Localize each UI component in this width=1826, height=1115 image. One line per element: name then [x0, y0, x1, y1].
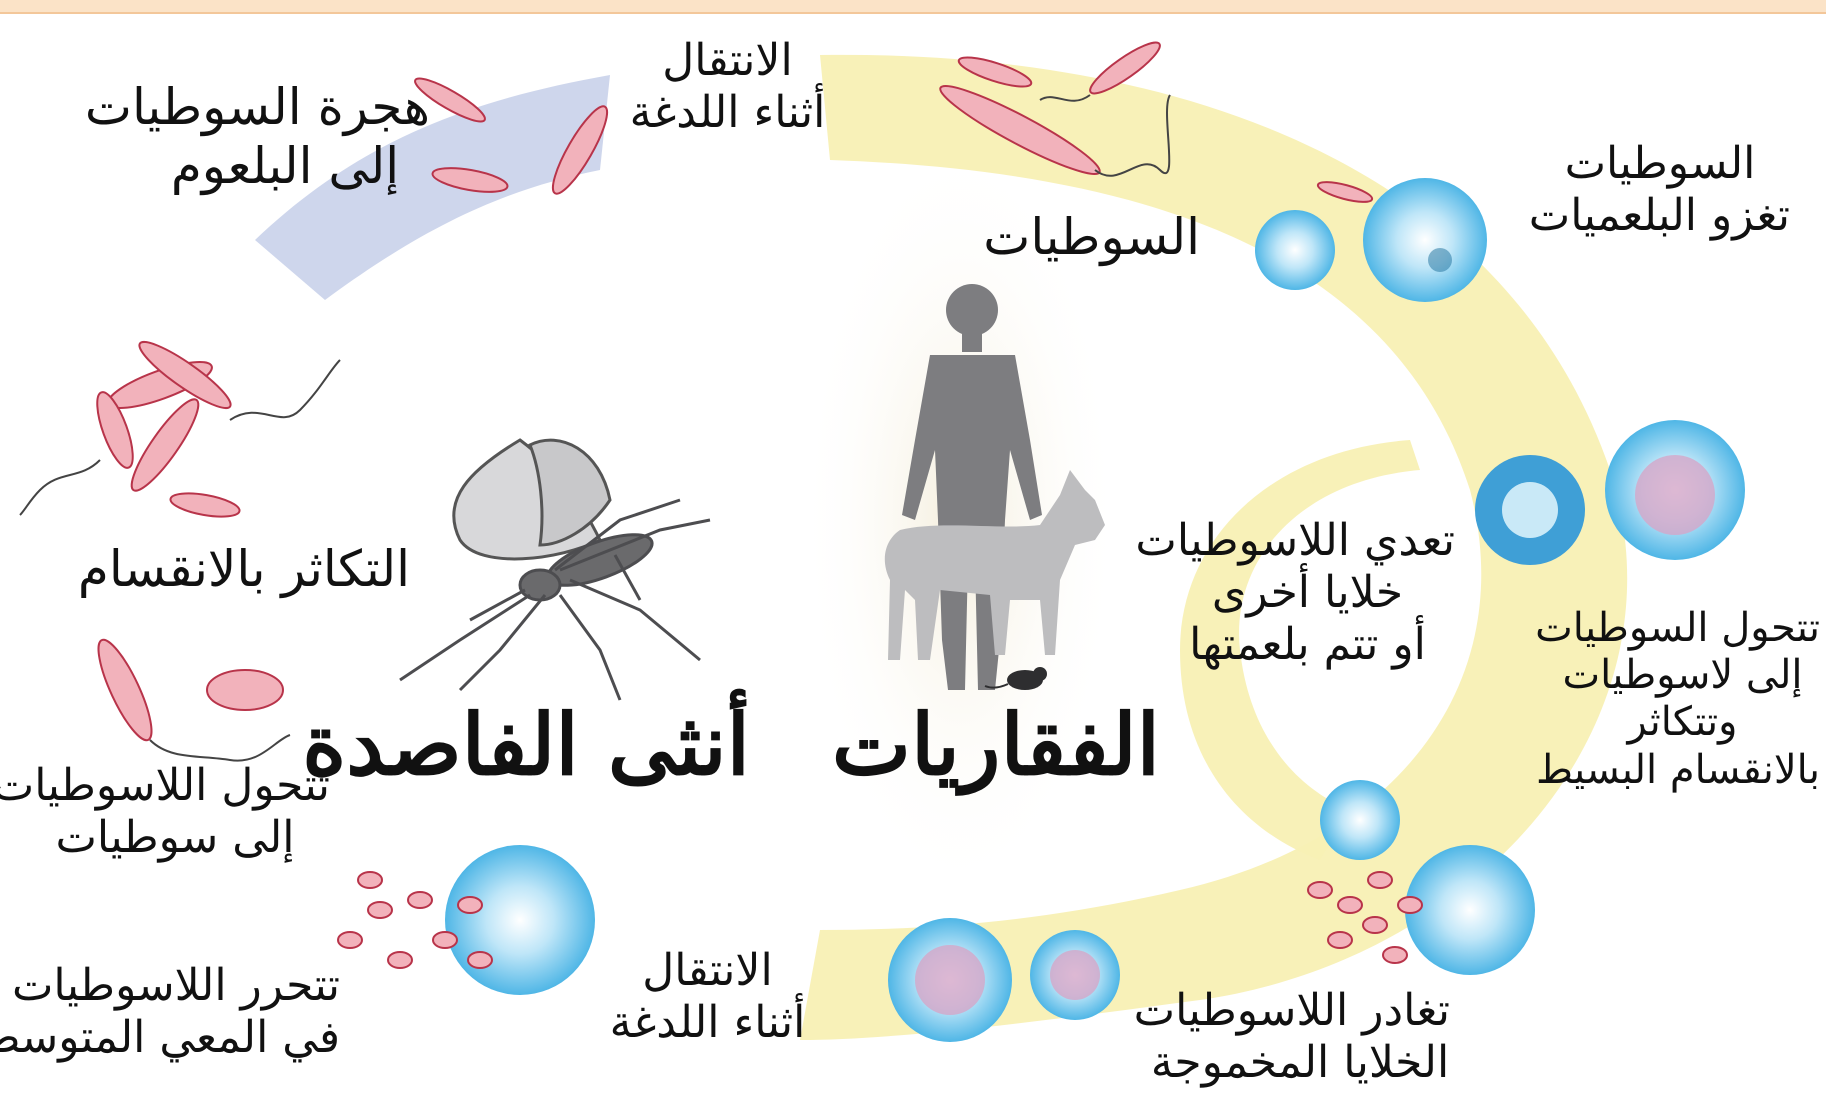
- division-label: التكاثر بالانقسام: [110, 540, 410, 599]
- transform-line-3: وتتكاثر: [1545, 699, 1820, 746]
- invade-line-1: السوطيات: [1530, 138, 1790, 190]
- released-midgut-label: تتحرر اللاسوطيات في المعي المتوسط: [20, 960, 340, 1064]
- leave-line-1: تغادر اللاسوطيات: [1150, 985, 1450, 1037]
- migration-line-2: إلى البلعوم: [140, 137, 430, 196]
- migration-line-1: هجرة السوطيات: [140, 78, 430, 137]
- division-text: التكاثر بالانقسام: [110, 540, 410, 599]
- released-line-1: تتحرر اللاسوطيات: [20, 960, 340, 1012]
- infect-line-3: أو تتم بلعمتها: [1160, 619, 1455, 671]
- infect-line-1: تعدي اللاسوطيات: [1160, 515, 1455, 567]
- transmission-bottom-line-1: الانتقال: [600, 945, 815, 997]
- transmission-top-line-2: أثناء اللدغة: [620, 87, 835, 139]
- transmission-bottom-label: الانتقال أثناء اللدغة: [600, 945, 815, 1049]
- promastigotes-label: السوطيات: [995, 208, 1200, 267]
- transform-promastigote-line-1: تتحول اللاسوطيات: [20, 760, 330, 812]
- sandfly-text: أنثى الفاصدة: [410, 695, 750, 794]
- vertebrates-text: الفقاريات: [870, 695, 1160, 794]
- transform-promastigote-line-2: إلى سوطيات: [20, 812, 330, 864]
- migration-pharynx-label: هجرة السوطيات إلى البلعوم: [140, 78, 430, 196]
- infect-line-2: خلايا أخرى: [1160, 567, 1455, 619]
- transform-line-4: بالانقسام البسيط: [1545, 747, 1820, 794]
- promastigotes-text: السوطيات: [995, 208, 1200, 267]
- transmission-bottom-line-2: أثناء اللدغة: [600, 997, 815, 1049]
- vertebrates-label: الفقاريات: [870, 695, 1160, 794]
- transmission-top-label: الانتقال أثناء اللدغة: [620, 35, 835, 139]
- invade-line-2: تغزو البلعميات: [1530, 190, 1790, 242]
- infect-other-cells-label: تعدي اللاسوطيات خلايا أخرى أو تتم بلعمته…: [1160, 515, 1455, 671]
- transform-line-2: إلى لاسوطيات: [1545, 652, 1820, 699]
- released-line-2: في المعي المتوسط: [20, 1012, 340, 1064]
- leave-infected-cells-label: تغادر اللاسوطيات الخلايا المخموجة: [1150, 985, 1450, 1089]
- transform-line-1: تتحول السوطيات: [1545, 605, 1820, 652]
- leave-line-2: الخلايا المخموجة: [1150, 1037, 1450, 1089]
- amastigotes-released: [338, 845, 595, 995]
- transform-to-promastigotes-label: تتحول اللاسوطيات إلى سوطيات: [20, 760, 330, 864]
- transmission-top-line-1: الانتقال: [620, 35, 835, 87]
- invade-macrophages-label: السوطيات تغزو البلعميات: [1530, 138, 1790, 242]
- sandfly-illustration: [400, 440, 710, 700]
- sandfly-label: أنثى الفاصدة: [410, 695, 750, 794]
- transform-multiply-label: تتحول السوطيات إلى لاسوطيات وتتكاثر بالا…: [1545, 605, 1820, 794]
